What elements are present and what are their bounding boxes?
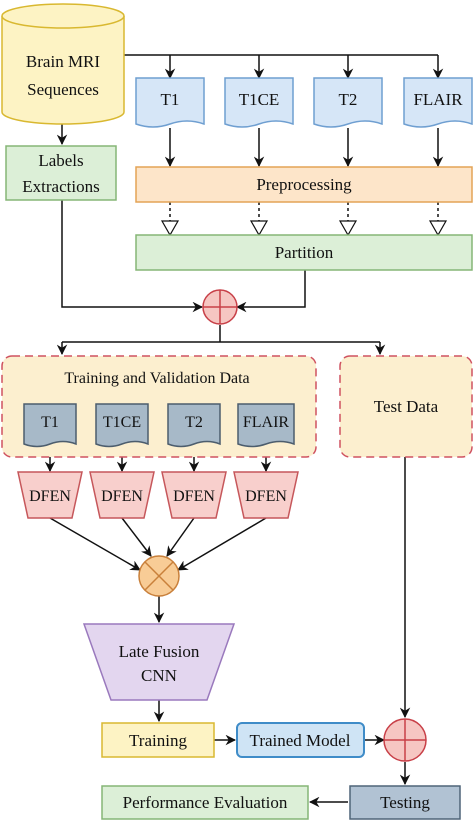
gray-doc-t1: T1 — [23, 403, 77, 448]
seq-label: T2 — [339, 90, 358, 109]
late-fusion-line2: CNN — [141, 666, 177, 685]
partition-triangles — [160, 220, 448, 237]
train-val-group: Training and Validation Data T1 T1CE T2 … — [1, 355, 317, 458]
dfen-blocks: DFEN DFEN DFEN DFEN — [17, 471, 299, 519]
sequence-docs: T1 T1CE T2 FLAIR — [135, 77, 473, 128]
brain-mri-cylinder: Brain MRI Sequences — [1, 3, 125, 125]
preprocessing-label: Preprocessing — [256, 175, 352, 194]
trained-model-label: Trained Model — [250, 731, 351, 750]
training-box: Training — [101, 722, 215, 758]
dfen-block: DFEN — [161, 471, 227, 519]
partition-box: Partition — [135, 234, 473, 271]
testing-label: Testing — [380, 793, 430, 812]
late-fusion-line1: Late Fusion — [119, 642, 200, 661]
seq-doc-t2: T2 — [313, 77, 383, 128]
source-line2: Sequences — [27, 80, 99, 99]
test-data-label: Test Data — [374, 397, 439, 416]
seq-doc-flair: FLAIR — [403, 77, 473, 128]
performance-label: Performance Evaluation — [123, 793, 288, 812]
partition-label: Partition — [275, 243, 334, 262]
dfen-label: DFEN — [101, 488, 143, 505]
dfen-block: DFEN — [17, 471, 83, 519]
seq-doc-t1ce: T1CE — [224, 77, 294, 128]
gray-doc-label: T1 — [41, 414, 59, 431]
performance-box: Performance Evaluation — [101, 785, 309, 820]
labels-extractions-box: Labels Extractions — [5, 145, 117, 201]
trained-model-box: Trained Model — [236, 722, 365, 758]
connectors — [44, 54, 444, 808]
preprocessing-box: Preprocessing — [135, 166, 473, 203]
train-val-title: Training and Validation Data — [64, 370, 249, 387]
gray-doc-t1ce: T1CE — [95, 403, 149, 448]
dfen-block: DFEN — [89, 471, 155, 519]
test-data-box: Test Data — [339, 355, 473, 458]
testing-box: Testing — [349, 785, 461, 820]
labels-line2: Extractions — [22, 177, 99, 196]
late-fusion-cnn: Late Fusion CNN — [82, 623, 236, 701]
gray-doc-label: T1CE — [103, 414, 141, 431]
seq-label: FLAIR — [413, 90, 463, 109]
dfen-block: DFEN — [233, 471, 299, 519]
dfen-label: DFEN — [173, 488, 215, 505]
seq-label: T1 — [161, 90, 180, 109]
dfen-label: DFEN — [245, 488, 287, 505]
source-line1: Brain MRI — [26, 52, 100, 71]
dfen-label: DFEN — [29, 488, 71, 505]
gray-doc-flair: FLAIR — [237, 403, 295, 448]
training-label: Training — [129, 731, 187, 750]
gray-doc-label: FLAIR — [243, 414, 290, 431]
sum-node — [202, 289, 238, 325]
multiply-node — [138, 555, 180, 597]
gray-doc-t2: T2 — [167, 403, 221, 448]
seq-doc-t1: T1 — [135, 77, 205, 128]
gray-doc-label: T2 — [185, 414, 203, 431]
seq-label: T1CE — [239, 90, 280, 109]
labels-line1: Labels — [38, 151, 83, 170]
sum-node-2 — [383, 718, 427, 762]
